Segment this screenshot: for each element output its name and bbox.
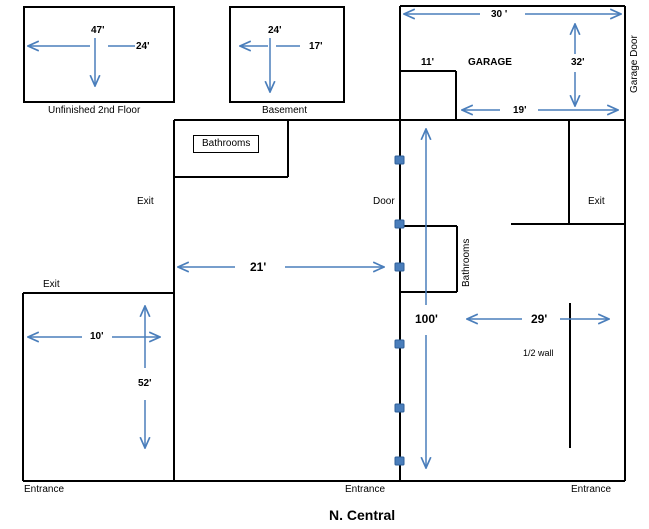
garage-width-label: 30 ' [491,9,508,20]
garage-door-label: Garage Door [629,35,640,93]
entrance-center-label: Entrance [345,484,386,495]
bathrooms-side-label: Bathrooms [461,238,472,287]
exit-left-label: Exit [137,196,154,207]
exit-right-label: Exit [588,196,605,207]
garage-inner-label: 11' [421,57,434,68]
post [394,219,405,229]
main-left-label: 21' [250,260,267,274]
main-length-label: 100' [415,312,438,326]
post [394,456,405,466]
second-floor-width-label: 47' [91,25,105,36]
wall-posts [394,155,405,466]
post [394,262,405,272]
post [394,403,405,413]
basement-depth-label: 17' [309,41,323,52]
garage-label: GARAGE [468,57,512,68]
post [394,339,405,349]
door-label: Door [373,196,395,207]
garage-depth-label: 32' [571,57,585,68]
garage-walls [399,5,626,120]
left-room-depth-label: 52' [138,378,152,389]
exit-lower-left-label: Exit [43,279,60,290]
second-floor-box [23,6,175,103]
half-wall-label: 1/2 wall [523,348,554,358]
bathrooms-top-label: Bathrooms [193,135,260,153]
page-title: N. Central [329,507,396,523]
dimension-arrows [28,14,621,468]
left-room-width-label: 10' [90,331,104,342]
right-width-label: 29' [531,312,548,326]
garage-lower-label: 19' [513,105,527,116]
entrance-right-label: Entrance [571,484,612,495]
second-floor-label: Unfinished 2nd Floor [48,105,141,116]
post [394,155,405,165]
basement-label: Basement [262,105,308,116]
entrance-left-label: Entrance [24,484,65,495]
main-walls [22,119,626,482]
basement-box [229,6,345,103]
second-floor-depth-label: 24' [136,41,150,52]
basement-width-label: 24' [268,25,282,36]
